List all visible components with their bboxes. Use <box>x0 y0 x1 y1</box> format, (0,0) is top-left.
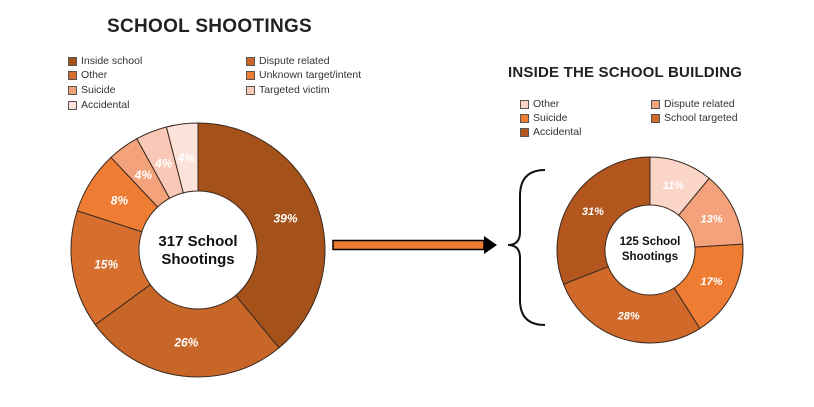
center-label-line: Shootings <box>161 251 234 268</box>
legend-item: Unknown target/intent <box>246 69 361 81</box>
legend-swatch <box>246 85 255 95</box>
slice-label: 4% <box>154 157 173 171</box>
donut-slice <box>556 156 651 285</box>
donut-inside-school-building: 11% 13% 17% 28% 31% <box>556 156 744 344</box>
legend-label: Other <box>81 69 108 81</box>
legend-label: Accidental <box>81 99 130 111</box>
center-label-line: 317 School <box>158 233 237 250</box>
slice-label: 15% <box>94 258 118 272</box>
legend-label: Targeted victim <box>259 84 330 96</box>
legend-label: Suicide <box>81 84 116 96</box>
legend-item: Suicide <box>520 112 567 124</box>
legend-item: Other <box>520 98 559 110</box>
slice-label: 11% <box>663 180 684 192</box>
legend-swatch <box>246 70 255 80</box>
legend-swatch <box>68 100 77 110</box>
slice-label: 39% <box>273 212 297 226</box>
donut-slice <box>94 283 280 378</box>
legend-item: Accidental <box>68 99 129 111</box>
legend-item: Other <box>68 69 107 81</box>
legend-item: Targeted victim <box>246 84 330 96</box>
center-label-line: 125 School <box>620 236 681 248</box>
legend-swatch <box>246 56 255 66</box>
slice-label: 4% <box>177 151 196 165</box>
legend-label: Inside school <box>81 55 143 67</box>
legend-swatch <box>651 113 660 123</box>
legend-swatch <box>68 56 77 66</box>
donut-slice <box>197 122 326 349</box>
legend-item: Dispute related <box>651 98 735 110</box>
legend-item: School targeted <box>651 112 738 124</box>
legend-swatch <box>520 99 529 109</box>
slice-label: 13% <box>700 214 722 226</box>
chart-title-inside-school-building: INSIDE THE SCHOOL BUILDING <box>508 64 743 81</box>
legend-label: School targeted <box>664 112 738 124</box>
slice-label: 31% <box>582 206 604 218</box>
legend-label: Dispute related <box>259 55 330 67</box>
legend-item: Suicide <box>68 84 115 96</box>
legend-swatch <box>68 85 77 95</box>
legend-label: Accidental <box>533 126 582 138</box>
legend-swatch <box>651 99 660 109</box>
legend-item: Accidental <box>520 126 581 138</box>
arrow-icon <box>332 236 497 254</box>
legend-swatch <box>520 127 529 137</box>
legend-item: Dispute related <box>246 55 330 67</box>
slice-label: 26% <box>173 335 198 349</box>
donut-slice <box>165 122 199 194</box>
legend-swatch <box>520 113 529 123</box>
legend-label: Suicide <box>533 112 568 124</box>
donut-slice <box>562 265 701 344</box>
legend-label: Other <box>533 98 560 110</box>
center-label-line: Shootings <box>622 251 678 263</box>
slice-label: 4% <box>134 168 153 182</box>
legend-item: Inside school <box>68 55 142 67</box>
legend-label: Dispute related <box>664 98 735 110</box>
legend-label: Unknown target/intent <box>259 69 362 81</box>
chart-title-school-shootings: SCHOOL SHOOTINGS <box>107 16 313 37</box>
legend-swatch <box>68 70 77 80</box>
slice-label: 28% <box>617 310 640 322</box>
slice-label: 8% <box>111 193 129 207</box>
slice-label: 17% <box>700 276 722 288</box>
donut-school-shootings: 39%26%15%8%4%4%4% <box>70 122 326 378</box>
curly-brace-icon <box>507 169 546 326</box>
